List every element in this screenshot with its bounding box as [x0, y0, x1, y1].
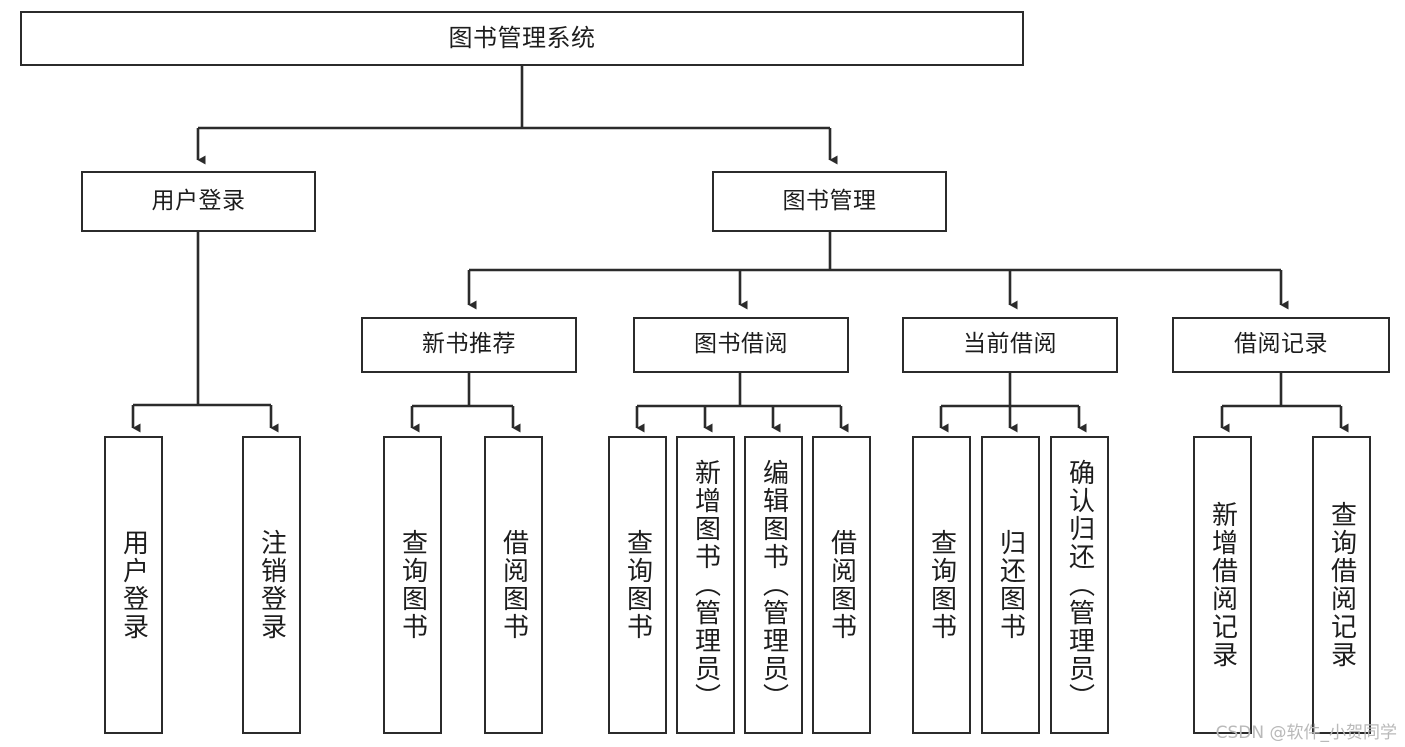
node-label: 归还图书: [995, 529, 1026, 641]
node-label: 用户登录: [118, 529, 149, 641]
node-label: 新增图书（管理员）: [690, 459, 721, 711]
leaf-book-borrow-borrow[interactable]: 借阅图书: [812, 436, 871, 734]
node-user-login[interactable]: 用户登录: [81, 171, 316, 232]
leaf-new-book-borrow[interactable]: 借阅图书: [484, 436, 543, 734]
node-borrow-records[interactable]: 借阅记录: [1172, 317, 1390, 373]
node-label: 图书借阅: [694, 331, 788, 358]
node-label: 新书推荐: [422, 331, 516, 358]
node-label: 编辑图书（管理员）: [758, 459, 789, 711]
leaf-user-login-logout[interactable]: 注销登录: [242, 436, 301, 734]
leaf-book-borrow-edit[interactable]: 编辑图书（管理员）: [744, 436, 803, 734]
leaf-borrow-records-add[interactable]: 新增借阅记录: [1193, 436, 1252, 734]
leaf-borrow-records-query[interactable]: 查询借阅记录: [1312, 436, 1371, 734]
node-label: 当前借阅: [963, 331, 1057, 358]
leaf-current-borrow-query[interactable]: 查询图书: [912, 436, 971, 734]
node-book-borrowing[interactable]: 图书借阅: [633, 317, 849, 373]
node-label: 查询图书: [397, 529, 428, 641]
node-current-borrowing[interactable]: 当前借阅: [902, 317, 1118, 373]
leaf-book-borrow-query[interactable]: 查询图书: [608, 436, 667, 734]
node-label: 图书管理系统: [448, 24, 596, 53]
node-label: 用户登录: [151, 187, 246, 214]
node-label: 查询图书: [926, 529, 957, 641]
node-label: 查询图书: [622, 529, 653, 641]
node-label: 借阅记录: [1234, 331, 1328, 358]
leaf-current-borrow-return[interactable]: 归还图书: [981, 436, 1040, 734]
node-book-management[interactable]: 图书管理: [712, 171, 947, 232]
node-label: 查询借阅记录: [1326, 501, 1357, 669]
leaf-new-book-query[interactable]: 查询图书: [383, 436, 442, 734]
node-label: 确认归还（管理员）: [1064, 459, 1095, 711]
csdn-watermark: CSDN @软件_小贺同学: [1215, 723, 1397, 743]
node-label: 图书管理: [782, 187, 877, 214]
leaf-user-login-login[interactable]: 用户登录: [104, 436, 163, 734]
node-label: 借阅图书: [498, 529, 529, 641]
node-new-book-recommendation[interactable]: 新书推荐: [361, 317, 577, 373]
node-label: 新增借阅记录: [1207, 501, 1238, 669]
node-label: 借阅图书: [826, 529, 857, 641]
node-book-management-system[interactable]: 图书管理系统: [20, 11, 1024, 66]
node-label: 注销登录: [256, 529, 287, 641]
leaf-current-borrow-confirm-return[interactable]: 确认归还（管理员）: [1050, 436, 1109, 734]
leaf-book-borrow-add[interactable]: 新增图书（管理员）: [676, 436, 735, 734]
